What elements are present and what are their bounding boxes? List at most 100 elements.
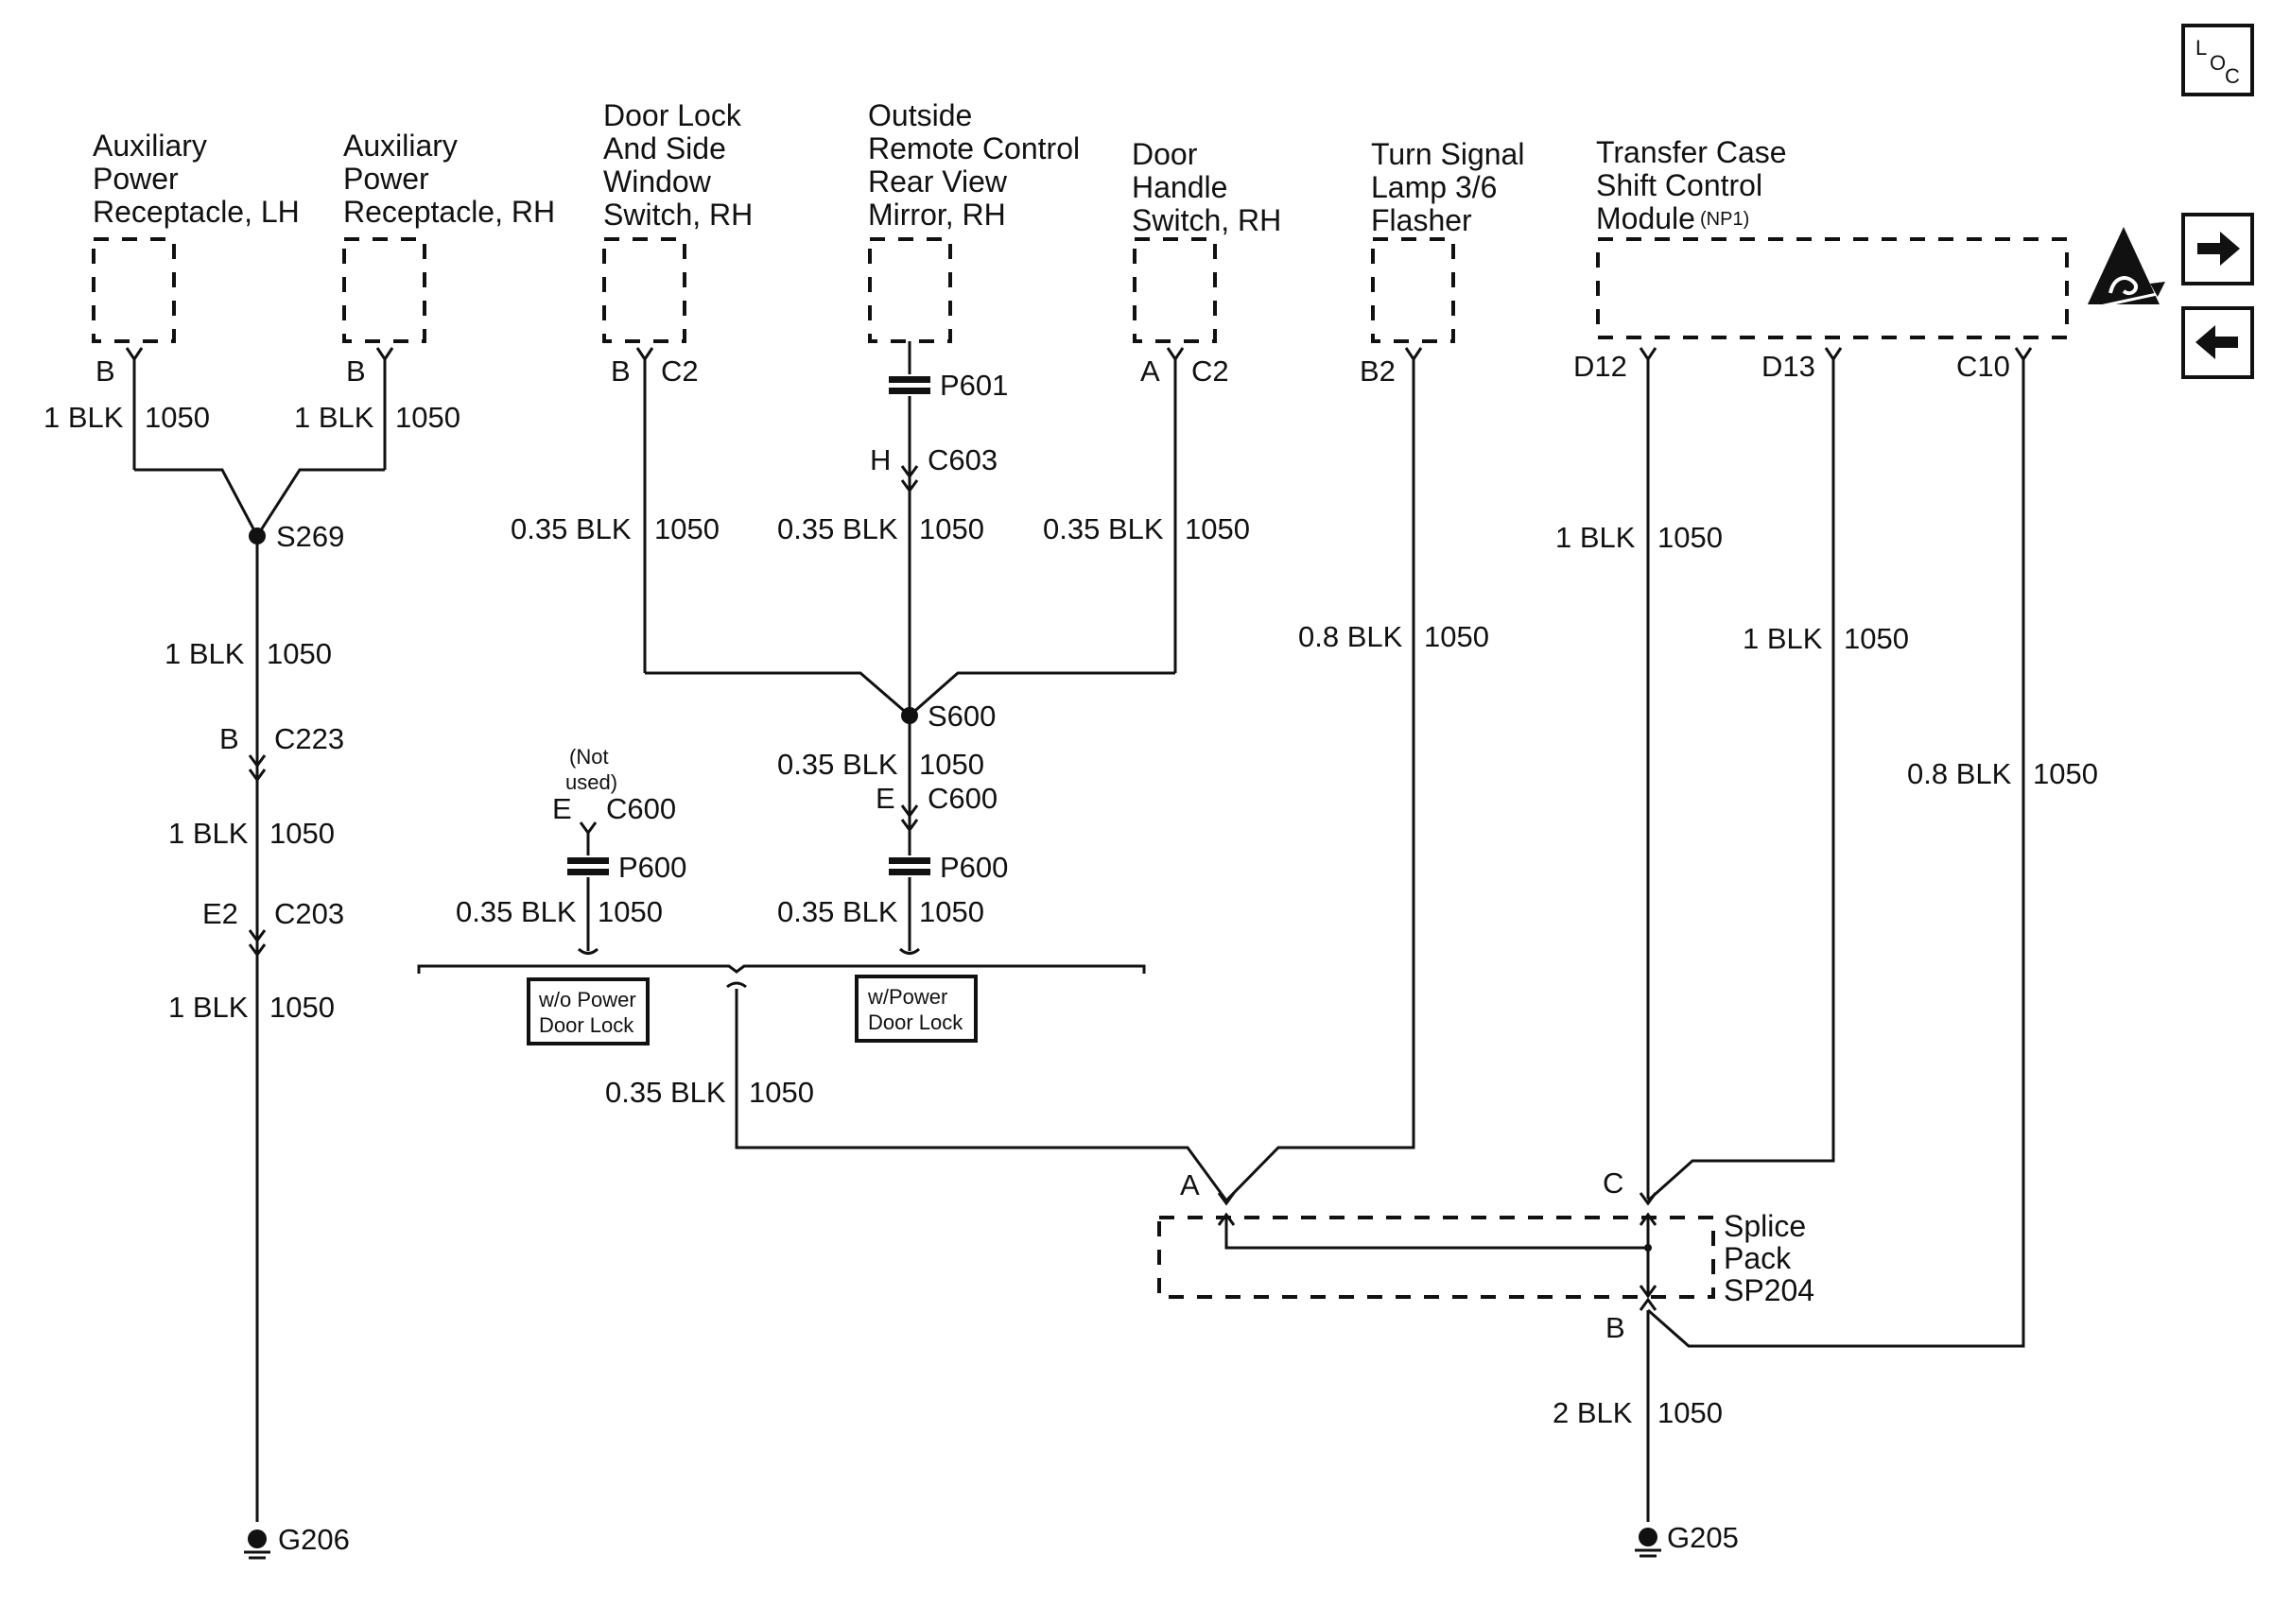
loc-letter-c: C (2225, 64, 2240, 88)
aux-rh-box (342, 237, 426, 343)
wo-power-lock-line-2: Door Lock (539, 1013, 634, 1037)
c603-pin: H (870, 443, 891, 476)
arrow-right-icon (2197, 232, 2240, 266)
tc-d12-pin: D12 (1573, 350, 1627, 383)
trunk-wire-color-3: 1 BLK (168, 991, 249, 1024)
c600-label: C600 (928, 782, 998, 815)
previous-page-button[interactable] (2181, 306, 2254, 379)
not-used-line-2: used) (565, 770, 617, 794)
g205-wire-color: 2 BLK (1553, 1396, 1633, 1429)
tc-d13-pin: D13 (1761, 350, 1815, 383)
trunk-wire-color-1: 1 BLK (165, 637, 245, 670)
transfer-case-box (1596, 237, 2069, 339)
mirror-line-2: Remote Control (868, 131, 1080, 165)
ground-g205-label: G205 (1667, 1521, 1739, 1554)
turn-signal-terminal: B2 0.8 BLK 1050 (1224, 347, 1489, 1202)
tc-d13-wire-circuit: 1050 (1844, 622, 1909, 655)
option-output-wire-color: 0.35 BLK (605, 1076, 726, 1109)
next-page-button[interactable] (2181, 213, 2254, 285)
aux-rh-line-3: Receptacle, RH (343, 195, 555, 229)
door-handle-pin: A (1140, 354, 1160, 388)
mirror-box (868, 237, 952, 343)
aux-lh-line-1: Auxiliary (93, 129, 207, 163)
door-handle-wire-circuit: 1050 (1185, 512, 1250, 545)
door-lock-pin: B (611, 354, 631, 388)
option-brace (417, 964, 1146, 974)
turn-signal-pin: B2 (1360, 354, 1396, 388)
mirror-line-3: Rear View (868, 164, 1008, 199)
transfer-case-line-1: Transfer Case (1596, 135, 1787, 169)
tc-d12-wire-circuit: 1050 (1657, 521, 1723, 554)
door-lock-line-2: And Side (603, 131, 726, 165)
aux-lh-wire-color: 1 BLK (43, 401, 124, 434)
door-lock-line-1: Door Lock (603, 98, 742, 132)
turn-signal-wire-color: 0.8 BLK (1298, 620, 1403, 653)
c223-pin: B (219, 722, 239, 755)
mirror-line-4: Mirror, RH (868, 198, 1006, 232)
c600-pin: E (876, 782, 895, 815)
aux-rh-pin: B (346, 354, 366, 388)
ground-g206-icon (248, 1529, 267, 1548)
tc-d13-wire-color: 1 BLK (1743, 622, 1823, 655)
s269-feed-wires (134, 468, 385, 539)
door-handle-line-1: Door (1132, 137, 1198, 171)
mirror-wire-color: 0.35 BLK (777, 512, 898, 545)
location-button[interactable]: L O C (2181, 24, 2254, 96)
w-power-lock-option-box: w/Power Door Lock (855, 975, 978, 1043)
turn-signal-wire-circuit: 1050 (1424, 620, 1489, 653)
door-lock-terminal: B C2 0.35 BLK 1050 (511, 347, 720, 673)
g205-wire-circuit: 1050 (1657, 1396, 1723, 1429)
door-handle-connector: C2 (1191, 354, 1229, 388)
mirror-wire-circuit: 1050 (919, 512, 984, 545)
wo-power-lock-line-1: w/o Power (538, 988, 636, 1011)
splice-s269-label: S269 (276, 520, 344, 553)
p600-connector-icon (889, 857, 930, 864)
door-lock-line-3: Window (603, 164, 712, 199)
aux-rh-terminal: B 1 BLK 1050 (294, 347, 460, 470)
turn-signal-line-1: Turn Signal (1371, 137, 1524, 171)
loc-letter-l: L (2195, 36, 2207, 60)
aux-lh-line-3: Receptacle, LH (93, 195, 300, 229)
mirror-line-1: Outside (868, 98, 972, 132)
transfer-case-line-2: Shift Control (1596, 168, 1762, 202)
c603-label: C603 (928, 443, 998, 476)
option-output-wire: 0.35 BLK 1050 (605, 981, 1228, 1201)
w-power-lock-line-2: Door Lock (868, 1011, 963, 1034)
door-lock-wire-circuit: 1050 (654, 512, 720, 545)
w-power-lock-line-1: w/Power (867, 985, 947, 1009)
option-output-wire-circuit: 1050 (749, 1076, 814, 1109)
tc-d13-terminal: D13 1 BLK 1050 (1647, 347, 1909, 1202)
c203-pin: E2 (202, 897, 238, 930)
c223-label: C223 (274, 722, 344, 755)
turn-signal-box (1371, 237, 1455, 343)
esd-warning-icon (2088, 227, 2165, 310)
p600-label: P600 (940, 851, 1008, 884)
aux-rh-line-1: Auxiliary (343, 129, 458, 163)
wo-power-lock-option-box: w/o Power Door Lock (527, 977, 650, 1045)
transfer-case-option-note: (NP1) (1700, 209, 1749, 230)
tc-d12-wire-color: 1 BLK (1555, 521, 1636, 554)
p601-connector-icon (889, 376, 930, 383)
sp-c-pin: C (1603, 1166, 1623, 1200)
trunk-wire-circuit-3: 1050 (269, 991, 335, 1024)
door-handle-box (1133, 237, 1217, 343)
aux-lh-terminal: B 1 BLK 1050 (43, 347, 210, 470)
sp-a-pin: A (1180, 1168, 1200, 1201)
trunk-wire-color-2: 1 BLK (168, 817, 249, 850)
wo-power-lock-branch: (Not used) E C600 P600 0.35 BLK 1050 (456, 745, 686, 955)
door-lock-connector: C2 (661, 354, 699, 388)
connector-c223: B C223 (219, 722, 344, 783)
ground-g206-label: G206 (278, 1523, 350, 1556)
trunk-wire-circuit-1: 1050 (267, 637, 332, 670)
connector-c203: E2 C203 (202, 897, 344, 958)
p600-not-used-connector-icon (567, 857, 609, 864)
component-mirror-label: Outside Remote Control Rear View Mirror,… (868, 98, 1080, 232)
door-handle-wire-color: 0.35 BLK (1043, 512, 1164, 545)
w-power-lock-branch: 0.35 BLK 1050 E C600 P600 0.35 BLK 1050 (777, 716, 1008, 955)
c600-not-used-label: C600 (606, 792, 676, 825)
p600-wire-circuit: 1050 (919, 895, 984, 928)
door-handle-terminal: A C2 0.35 BLK 1050 (1043, 347, 1250, 673)
door-handle-line-3: Switch, RH (1132, 203, 1281, 237)
door-lock-box (602, 237, 686, 343)
